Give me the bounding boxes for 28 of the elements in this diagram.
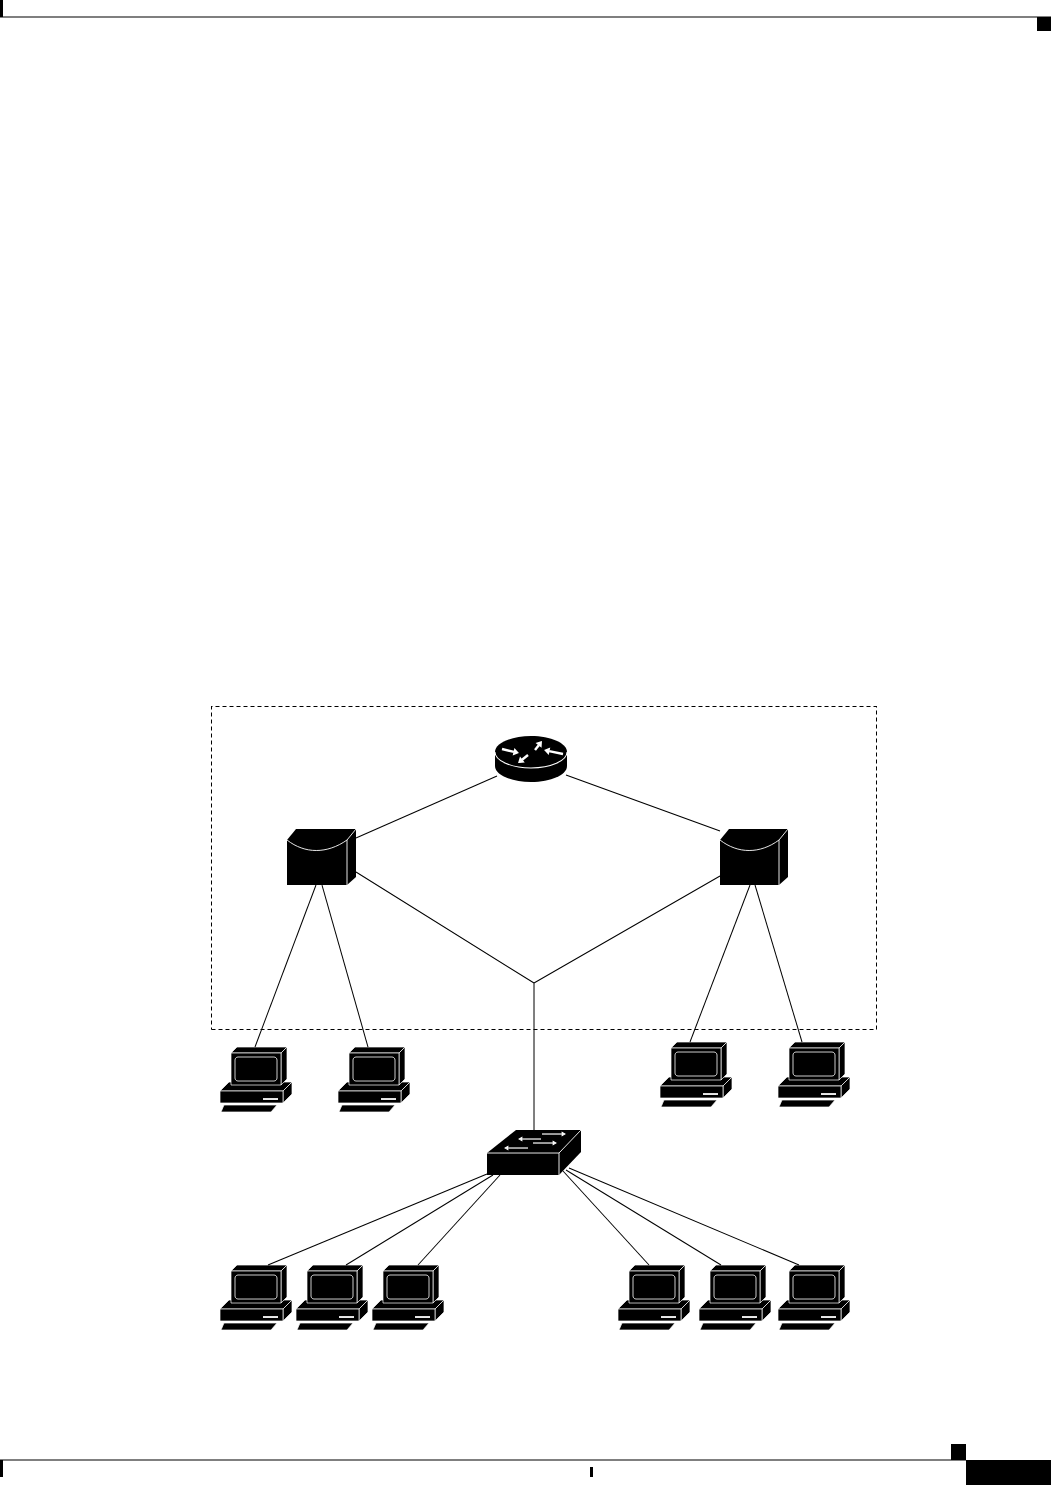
atm-switch-icon bbox=[286, 828, 357, 886]
computer-icon bbox=[659, 1041, 733, 1108]
connection-line bbox=[562, 1170, 650, 1266]
computer-icon bbox=[295, 1264, 369, 1331]
computer-icon bbox=[219, 1264, 293, 1331]
connection-line bbox=[568, 1167, 800, 1266]
connection-line bbox=[345, 1174, 494, 1266]
computer-icon bbox=[698, 1264, 772, 1331]
computer-icon bbox=[371, 1264, 445, 1331]
atm-switch-icon bbox=[719, 828, 789, 886]
connection-line bbox=[267, 1173, 488, 1266]
connection-line bbox=[417, 1174, 501, 1266]
computer-icon bbox=[617, 1264, 691, 1331]
connection-line bbox=[689, 884, 751, 1043]
computer-icon bbox=[777, 1264, 851, 1331]
computer-icon bbox=[337, 1046, 411, 1113]
connection-line bbox=[565, 774, 721, 832]
connection-line bbox=[565, 1169, 722, 1266]
switch-icon bbox=[486, 1129, 582, 1176]
connection-line bbox=[754, 884, 803, 1043]
router-icon bbox=[494, 736, 568, 782]
connection-line bbox=[355, 775, 498, 839]
connection-line bbox=[254, 884, 317, 1048]
computer-icon bbox=[219, 1046, 293, 1113]
computer-icon bbox=[777, 1041, 851, 1108]
connection-line bbox=[321, 884, 369, 1048]
connection-line bbox=[355, 871, 721, 1131]
boundary-frame bbox=[211, 706, 877, 1030]
